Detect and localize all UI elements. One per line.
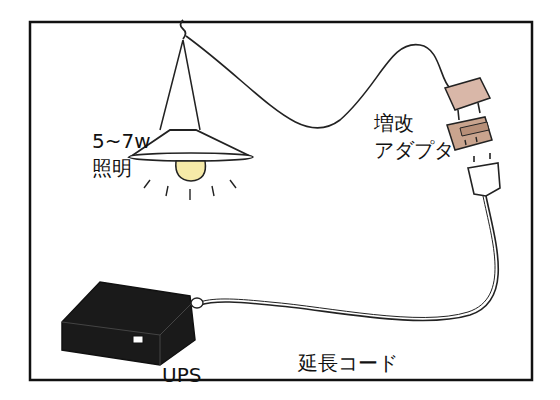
label: 延長コード bbox=[298, 350, 398, 377]
label: UPS bbox=[162, 362, 201, 389]
plug-prongs bbox=[458, 103, 480, 120]
adapter-slots bbox=[465, 137, 477, 145]
frame bbox=[30, 22, 532, 380]
ups-edges bbox=[62, 300, 195, 365]
light-rays bbox=[144, 180, 236, 200]
extension-plug bbox=[468, 163, 500, 196]
ups-plug bbox=[191, 298, 203, 308]
lamp-plug bbox=[445, 78, 490, 110]
extension-cord bbox=[200, 196, 498, 320]
shade-rim bbox=[129, 153, 253, 161]
extension-prongs bbox=[474, 153, 490, 162]
label: 5~7w 照明 bbox=[92, 128, 151, 182]
ups-box bbox=[62, 282, 195, 365]
adapter-top bbox=[460, 122, 489, 136]
bulb bbox=[176, 161, 206, 181]
hook bbox=[181, 20, 186, 39]
label: 増改 アダプタ bbox=[374, 110, 454, 164]
lamp-cord bbox=[160, 40, 200, 130]
ups-socket bbox=[133, 336, 143, 343]
extension-cord-edge bbox=[200, 196, 495, 317]
